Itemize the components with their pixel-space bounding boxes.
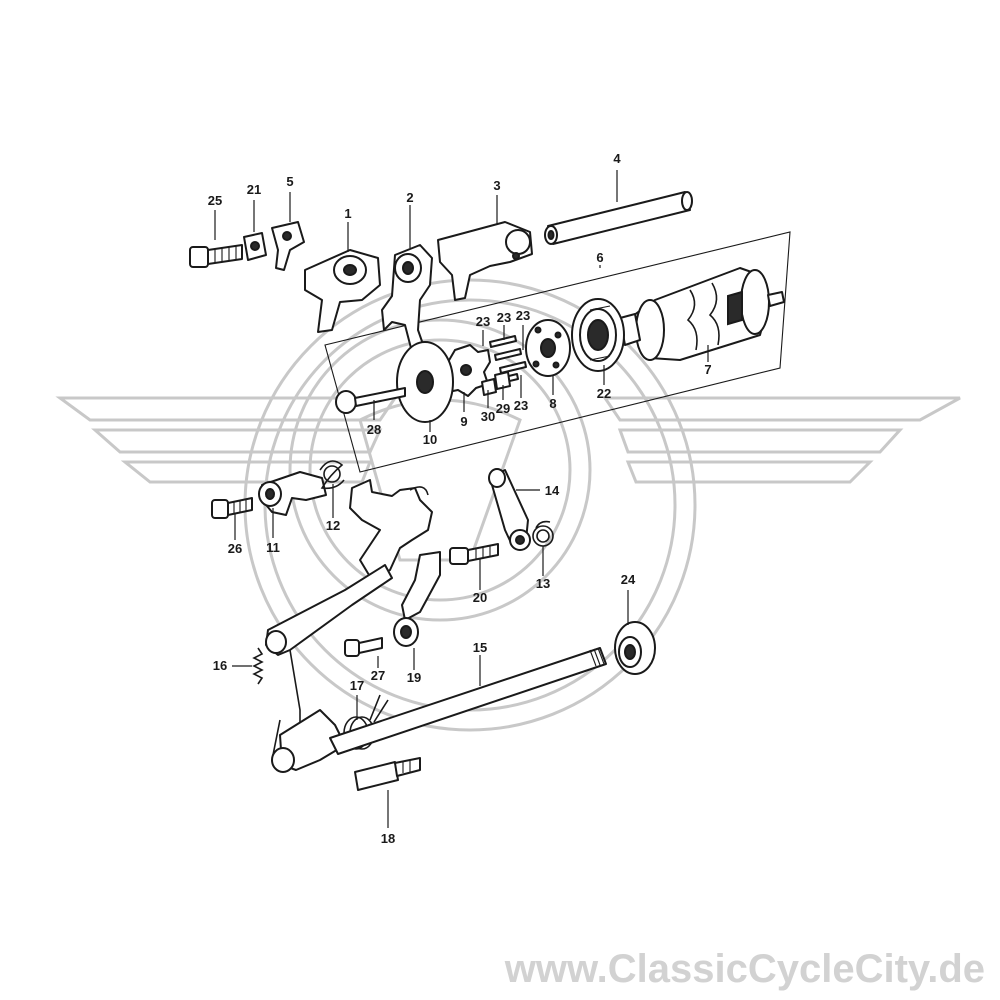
callout-28: 28	[367, 422, 381, 437]
callout-16: 16	[213, 658, 227, 673]
callout-14: 14	[545, 483, 560, 498]
part-30-pin	[481, 378, 497, 396]
callout-10: 10	[423, 432, 437, 447]
callout-labels: 1 2 3 4 5 6 7 8 9 10 11 12 13 14 15 16 1…	[208, 151, 712, 846]
callout-13: 13	[536, 576, 550, 591]
callout-25: 25	[208, 193, 222, 208]
callout-7: 7	[704, 362, 711, 377]
part-11-arm	[258, 471, 327, 516]
part-8-pin-plate	[525, 319, 571, 377]
part-16-spring	[252, 647, 264, 685]
callout-17: 17	[350, 678, 364, 693]
callout-29: 29	[496, 401, 510, 416]
callout-5: 5	[286, 174, 293, 189]
shift-drum-assembly-outline	[324, 231, 791, 473]
part-20-bolt	[449, 543, 499, 565]
callout-15: 15	[473, 640, 487, 655]
callout-23-c: 23	[516, 308, 530, 323]
callout-12: 12	[326, 518, 340, 533]
callout-30: 30	[481, 409, 495, 424]
part-12-spring	[319, 460, 345, 490]
watermark-site-text: www.ClassicCycleCity.de	[504, 947, 985, 991]
part-27-bolt	[344, 637, 383, 657]
leader-lines	[214, 170, 709, 828]
part-3-shift-fork	[437, 221, 533, 301]
callout-2: 2	[406, 190, 413, 205]
shift-linkage-plate	[349, 479, 433, 581]
part-21-plate	[243, 232, 267, 261]
callout-3: 3	[493, 178, 500, 193]
callout-22: 22	[597, 386, 611, 401]
part-22-bearing	[571, 298, 625, 372]
part-15-shift-shaft	[329, 647, 607, 755]
callout-24: 24	[621, 572, 636, 587]
part-4-shift-rod	[544, 191, 693, 245]
callout-23-d: 23	[514, 398, 528, 413]
part-26-bolt	[211, 497, 253, 519]
part-1-shift-fork	[304, 249, 381, 333]
callout-21: 21	[247, 182, 261, 197]
callout-4: 4	[613, 151, 621, 166]
callout-23-a: 23	[476, 314, 490, 329]
callout-23-b: 23	[497, 310, 511, 325]
callout-8: 8	[549, 396, 556, 411]
callout-19: 19	[407, 670, 421, 685]
part-29-pin	[494, 371, 511, 390]
callout-11: 11	[266, 540, 280, 555]
callout-18: 18	[381, 831, 395, 846]
part-10-drum-plate	[396, 341, 454, 423]
callout-20: 20	[473, 590, 487, 605]
callout-27: 27	[371, 668, 385, 683]
part-19-arm	[393, 551, 441, 647]
callout-26: 26	[228, 541, 242, 556]
part-24-oil-seal	[614, 621, 656, 675]
callout-1: 1	[344, 206, 351, 221]
part-7-shift-drum	[619, 267, 785, 361]
callout-9: 9	[460, 414, 467, 429]
part-25-bolt	[189, 244, 243, 268]
part-2-shift-fork	[381, 244, 433, 353]
part-5-stopper	[271, 221, 305, 271]
part-28-bolt	[335, 387, 406, 414]
part-14-arm	[488, 468, 531, 551]
part-13-spring	[532, 520, 554, 547]
gearshift-arm	[265, 564, 393, 773]
part-18-stud-bolt	[354, 757, 421, 791]
callout-6: 6	[596, 250, 603, 265]
